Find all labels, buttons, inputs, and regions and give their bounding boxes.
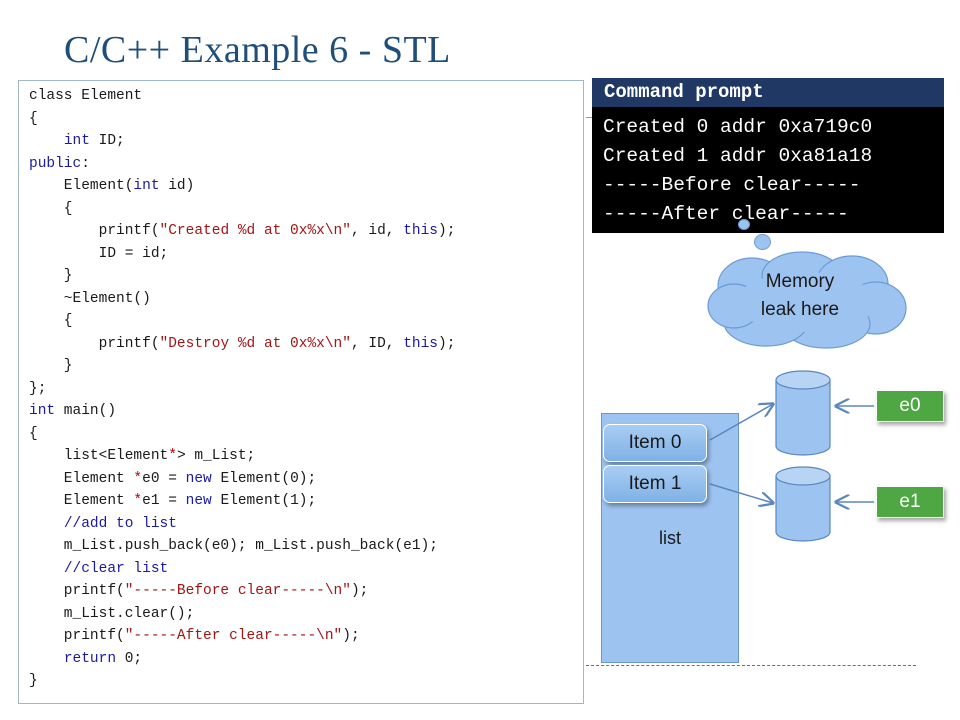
code-line: } (29, 268, 73, 284)
code-line: Element *e1 = new Element(1); (29, 493, 317, 509)
code-line: }; (29, 380, 47, 397)
thought-dot-large (754, 234, 771, 250)
code-line: int ID; (63, 133, 125, 149)
code-line: //add to list (63, 515, 177, 532)
code-line: m_List.clear(); (29, 605, 195, 622)
code-line: printf("Created %d at 0x%x\n", id, this)… (29, 223, 456, 239)
code-line: public: (29, 155, 90, 172)
code-line: { (29, 425, 38, 442)
output-line-2: -----Before clear----- (603, 174, 861, 196)
code-line: } (29, 673, 38, 689)
code-line: printf("Destroy %d at 0x%x\n", ID, this)… (29, 335, 456, 352)
cloud-label: Memory leak here (724, 268, 876, 324)
dashed-divider (586, 665, 916, 666)
code-line: m_List.push_back(e0); m_List.push_back(e… (29, 538, 438, 554)
prompt-tick-mark (586, 117, 592, 118)
output-line-0: Created 0 addr 0xa719c0 (603, 116, 873, 138)
code-line: list<Element*> m_List; (29, 448, 256, 464)
code-line: { (29, 200, 73, 217)
output-line-1: Created 1 addr 0xa81a18 (603, 145, 873, 167)
command-prompt-title: Command prompt (592, 78, 944, 107)
item-0-box: Item 0 (603, 424, 707, 462)
e0-tag: e0 (876, 390, 944, 422)
cylinder-e0 (775, 370, 831, 456)
memory-leak-cloud (707, 251, 907, 349)
code-line: Element(int id) (29, 178, 195, 194)
code-line: { (29, 110, 38, 127)
memory-diagram (709, 370, 874, 542)
cylinder-e1 (775, 466, 831, 542)
code-line: return 0; (63, 650, 143, 667)
code-line: //clear list (63, 560, 169, 577)
code-line: int main() (29, 403, 117, 419)
code-line: Element *e0 = new Element(0); (29, 470, 317, 487)
code-line: printf("-----After clear-----\n"); (29, 628, 360, 644)
code-line: class Element (29, 88, 143, 104)
list-label: list (659, 528, 681, 548)
slide-title: C/C++ Example 6 - STL (64, 29, 451, 71)
code-line: printf("-----Before clear-----\n"); (29, 583, 369, 599)
code-line: } (29, 358, 73, 374)
code-panel: class Element { int ID; public: Element(in… (18, 80, 584, 704)
arrow-item0-to-e0 (709, 404, 773, 441)
output-line-3: -----After clear----- (603, 203, 849, 225)
cloud-line-2: leak here (760, 299, 840, 320)
command-prompt-output: Created 0 addr 0xa719c0 Created 1 addr 0… (592, 107, 944, 233)
arrow-item1-to-e1 (709, 483, 773, 503)
cloud-line-1: Memory (765, 271, 835, 292)
e1-tag: e1 (876, 486, 944, 518)
code-line: ID = id; (29, 245, 169, 262)
code-line: { (29, 313, 73, 329)
item-1-box: Item 1 (603, 465, 707, 503)
thought-dot-small (738, 219, 750, 230)
code-line: ~Element() (29, 290, 151, 307)
